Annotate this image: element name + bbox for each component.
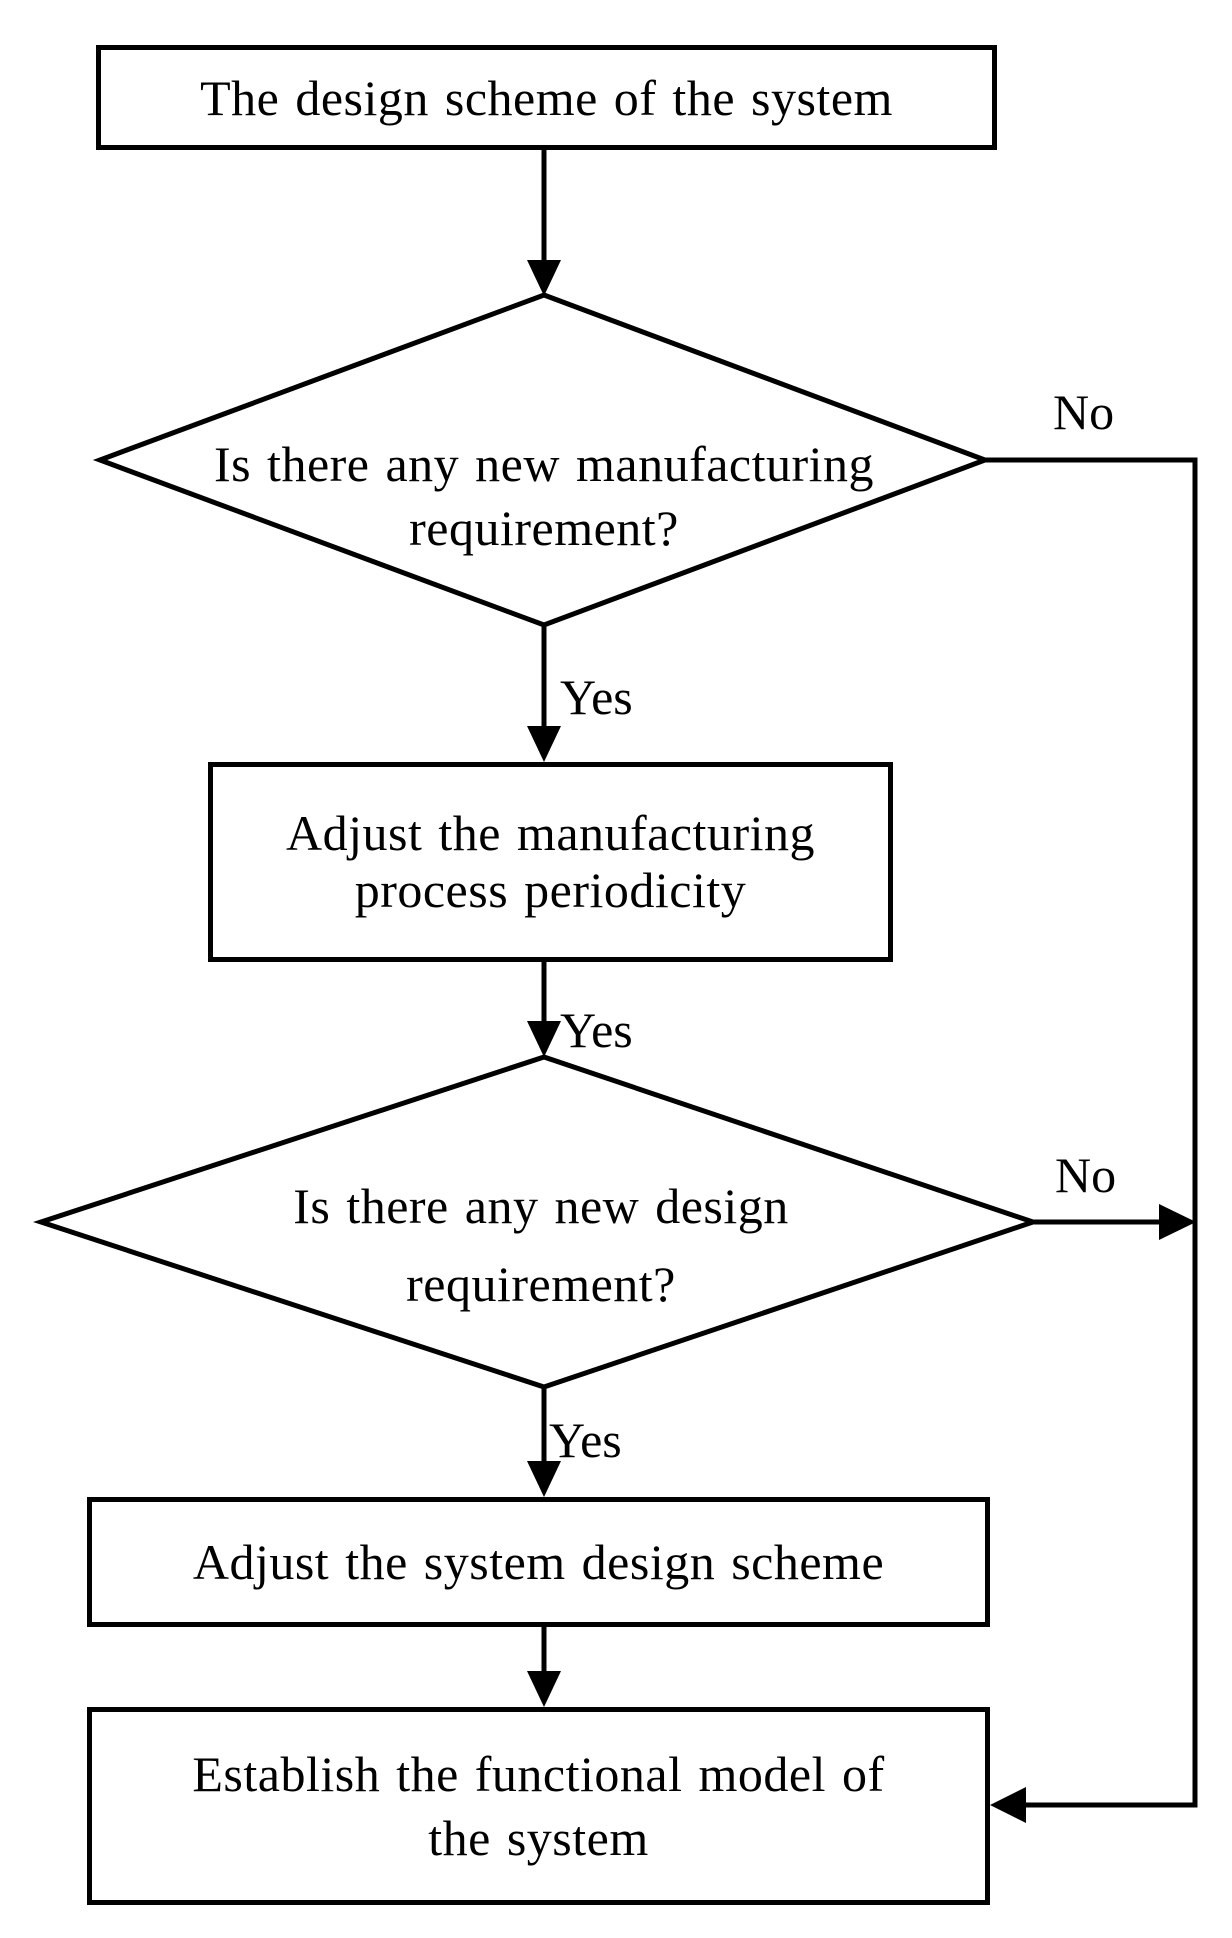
no-rail-line — [985, 457, 1198, 1808]
adjust-manufacturing-label: Adjust the manufacturing process periodi… — [286, 805, 815, 918]
arrow-decision2-no-head — [1159, 1204, 1196, 1240]
arrow-start-to-decision1-head — [527, 260, 561, 296]
arrow-decision1-to-adjust-head — [527, 726, 561, 762]
arrow-adjustdesign-to-establish-head — [527, 1671, 561, 1707]
start-box: The design scheme of the system — [96, 45, 997, 150]
arrow-adjust-to-decision2-head — [527, 1021, 561, 1057]
label-yes-manufacturing: Yes — [560, 669, 633, 725]
no-rail-arrowhead — [990, 1787, 1026, 1823]
establish-model-box: Establish the functional model of the sy… — [87, 1707, 990, 1905]
label-yes-after-adjust: Yes — [560, 1002, 633, 1058]
label-yes-design: Yes — [549, 1412, 622, 1468]
decision-manufacturing-label: Is there any new manufacturing requireme… — [213, 436, 875, 556]
label-no-design: No — [1055, 1147, 1117, 1203]
decision-design-label: Is there any new design requirement? — [293, 1178, 789, 1312]
adjust-manufacturing-box: Adjust the manufacturing process periodi… — [208, 762, 893, 962]
arrow-decision2-to-adjustdesign-head — [527, 1461, 561, 1497]
establish-model-label: Establish the functional model of the sy… — [192, 1746, 885, 1866]
start-box-label: The design scheme of the system — [200, 69, 893, 126]
adjust-design-label: Adjust the system design scheme — [192, 1534, 885, 1590]
adjust-design-box: Adjust the system design scheme — [87, 1497, 990, 1627]
label-no-manufacturing: No — [1053, 384, 1115, 440]
